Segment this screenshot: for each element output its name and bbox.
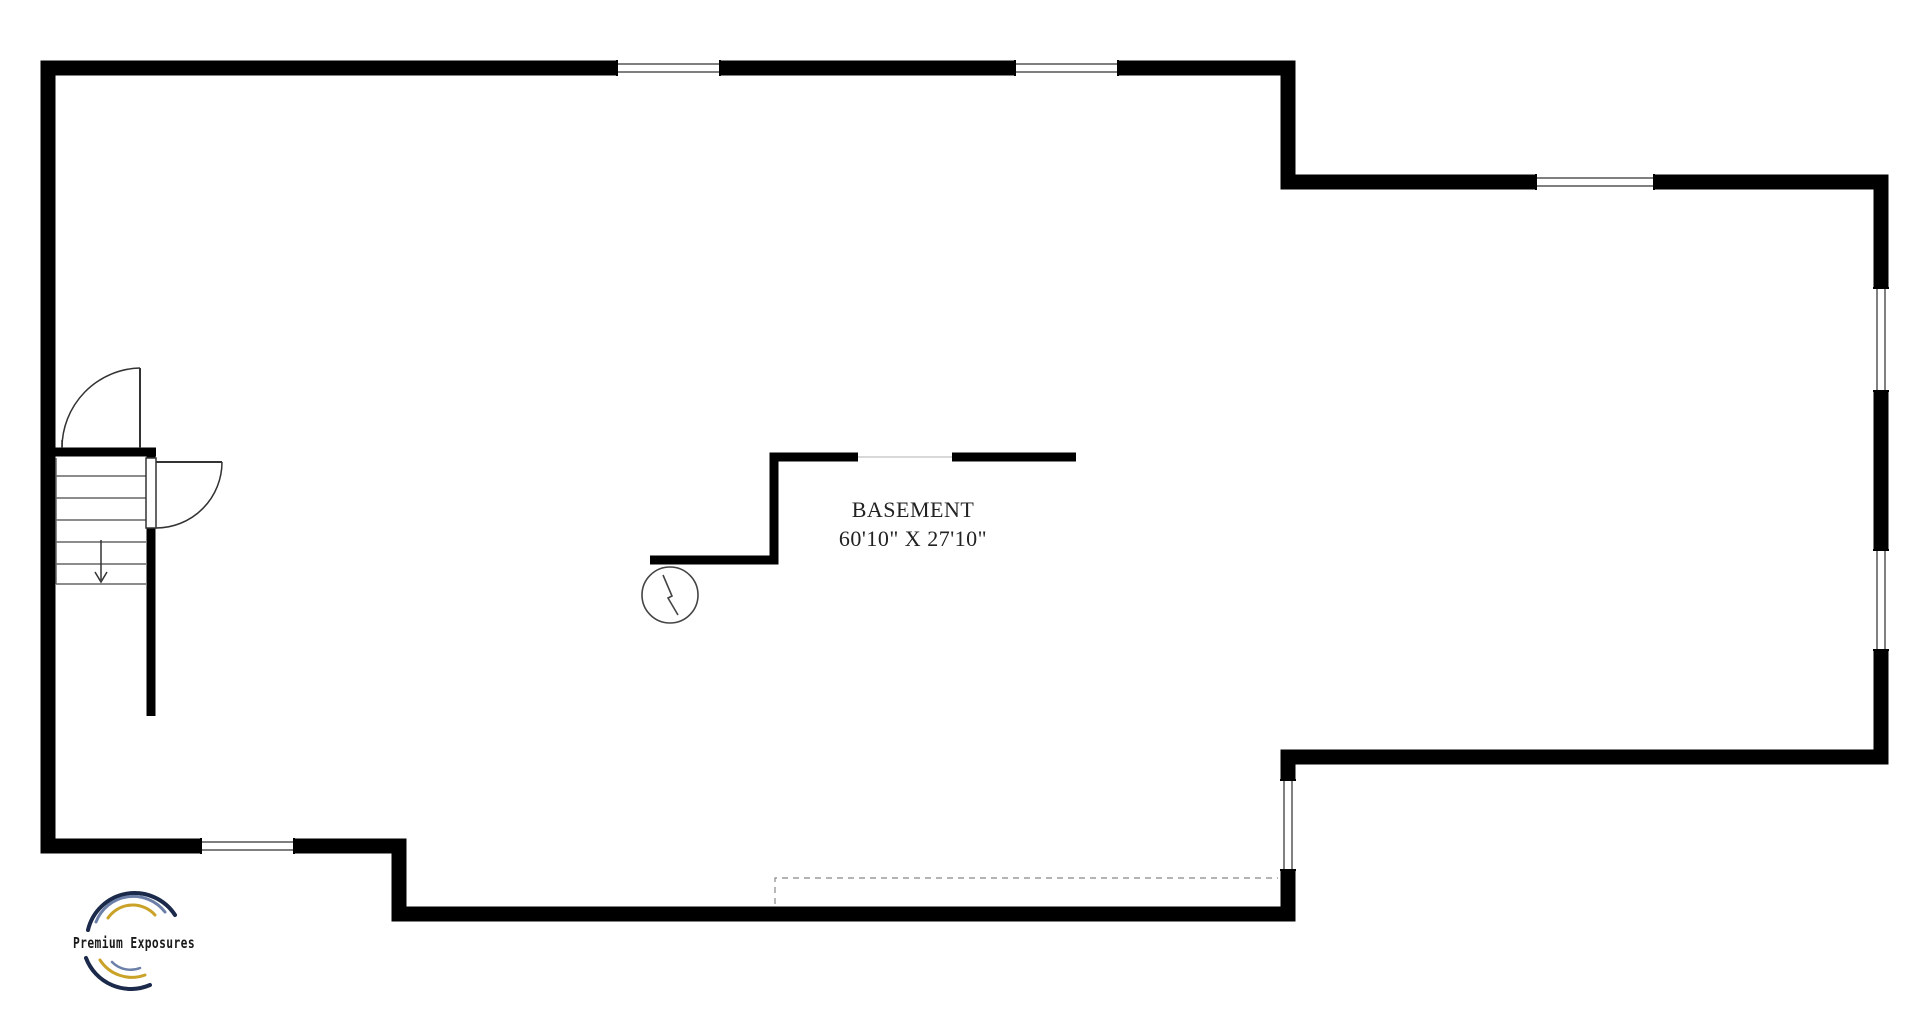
interior-walls [55, 447, 1076, 716]
window-icon [616, 60, 721, 76]
water-heater-icon [641, 566, 699, 624]
window-icon [1014, 60, 1119, 76]
room-name-label: BASEMENT [852, 497, 975, 522]
window-icon [1873, 549, 1889, 651]
logo-arc-icon [84, 891, 177, 991]
room-dimensions-label: 60'10" X 27'10" [839, 526, 987, 551]
door-swing-icon [61, 367, 141, 449]
outer-wall-outline [40, 60, 1889, 922]
window-icon [200, 838, 295, 854]
outer-walls [40, 60, 1889, 922]
stair-icon [55, 458, 146, 585]
window-icon [1535, 174, 1655, 190]
interior-step-wall [650, 452, 858, 565]
windows [200, 60, 1889, 871]
window-icon [1873, 287, 1889, 392]
company-logo: Premium Exposures [73, 891, 195, 991]
logo-text: Premium Exposures [73, 934, 195, 952]
door-swing-icon [145, 457, 223, 529]
dashed-boundary [774, 877, 1278, 904]
window-icon [1280, 779, 1296, 871]
